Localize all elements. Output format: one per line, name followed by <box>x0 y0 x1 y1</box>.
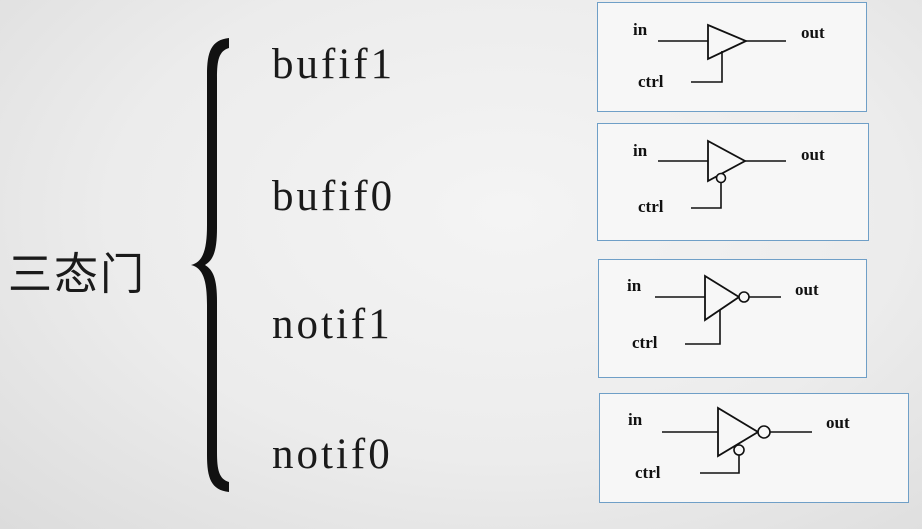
bufif1-diagram: in out ctrl <box>597 2 867 112</box>
ctrl-wire <box>685 310 721 345</box>
ctrl-label: ctrl <box>638 72 664 91</box>
ctrl-wire <box>691 183 722 209</box>
out-label: out <box>801 23 825 42</box>
ctrl-label: ctrl <box>632 333 658 352</box>
in-label: in <box>633 20 648 39</box>
in-label: in <box>633 141 648 160</box>
gate-name-bufif1: bufif1 <box>272 41 396 88</box>
ctrl-wire <box>700 455 740 474</box>
ctrl-inversion-bubble <box>733 444 745 456</box>
gate-name-notif0: notif0 <box>272 431 393 478</box>
buffer-triangle <box>707 139 747 183</box>
inverter-triangle <box>717 406 760 458</box>
bufif1-symbol: in out ctrl <box>633 20 825 91</box>
in-label: in <box>628 410 643 429</box>
buffer-triangle <box>707 23 749 61</box>
notif0-diagram: in out ctrl <box>599 393 909 503</box>
output-inversion-bubble <box>738 291 750 303</box>
page-title: 三态门 <box>8 249 146 300</box>
ctrl-label: ctrl <box>635 463 661 482</box>
bufif0-symbol: in out ctrl <box>633 139 825 216</box>
ctrl-wire <box>691 51 723 83</box>
out-label: out <box>795 280 819 299</box>
in-label: in <box>627 276 642 295</box>
gate-name-notif1: notif1 <box>272 301 393 348</box>
notif1-symbol: in out ctrl <box>627 274 819 352</box>
curly-brace <box>191 38 229 492</box>
notif0-symbol: in out ctrl <box>628 406 850 482</box>
out-label: out <box>801 145 825 164</box>
gate-name-bufif0: bufif0 <box>272 173 396 220</box>
inverter-triangle <box>704 274 741 322</box>
output-inversion-bubble <box>757 425 771 439</box>
notif1-diagram: in out ctrl <box>598 259 867 378</box>
bufif0-diagram: in out ctrl <box>597 123 869 241</box>
out-label: out <box>826 413 850 432</box>
ctrl-inversion-bubble <box>715 172 727 184</box>
ctrl-label: ctrl <box>638 197 664 216</box>
